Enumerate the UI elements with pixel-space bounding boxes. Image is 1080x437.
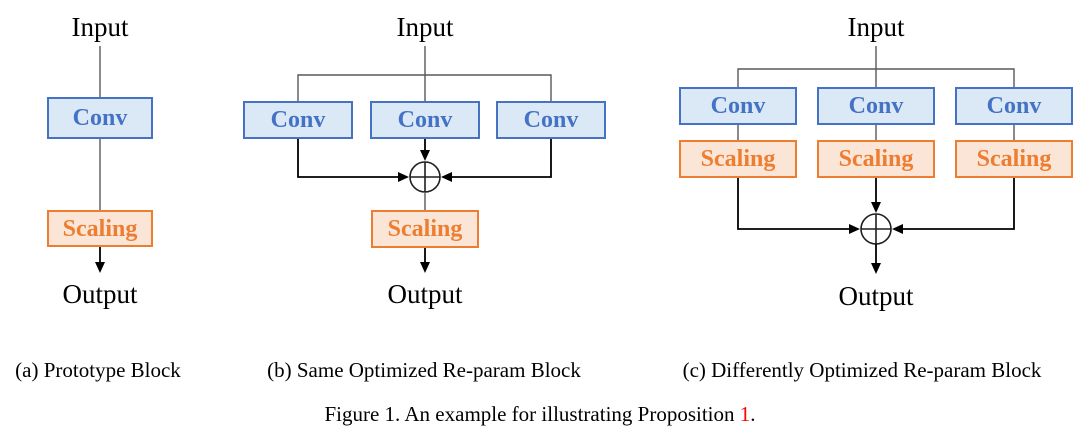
- conv-block-label: Conv: [72, 105, 128, 131]
- conv-block-label: Conv: [710, 93, 766, 119]
- panel-c-connectors: [737, 46, 1015, 274]
- left-branch-arrow: [297, 139, 409, 182]
- scaling-block: Scaling: [47, 210, 153, 247]
- input-label: Input: [396, 12, 454, 42]
- left-branch-arrow: [737, 178, 860, 234]
- conv-block: Conv: [955, 87, 1073, 125]
- conv-block-label: Conv: [523, 107, 579, 133]
- conv-block-label: Conv: [270, 107, 326, 133]
- scaling-block: Scaling: [817, 140, 935, 178]
- add-operator-icon: [409, 161, 441, 193]
- input-label: Input: [71, 12, 129, 42]
- conv-block-label: Conv: [397, 107, 453, 133]
- conv-block: Conv: [496, 101, 606, 139]
- scaling-block-label: Scaling: [976, 146, 1052, 172]
- conv-block-label: Conv: [986, 93, 1042, 119]
- subcaption-a: (a) Prototype Block: [15, 358, 181, 382]
- output-label: Output: [62, 279, 138, 309]
- output-label: Output: [838, 281, 914, 311]
- scaling-block-label: Scaling: [838, 146, 914, 172]
- scaling-block-label: Scaling: [387, 216, 463, 242]
- conv-block-label: Conv: [848, 93, 904, 119]
- split-rail-line: [297, 74, 552, 101]
- conv-block: Conv: [47, 97, 153, 139]
- conv-block: Conv: [370, 101, 480, 139]
- scaling-block-label: Scaling: [700, 146, 776, 172]
- output-label: Output: [387, 279, 463, 309]
- input-label: Input: [847, 12, 905, 42]
- figure-caption-period: .: [750, 402, 756, 426]
- conv-block: Conv: [817, 87, 935, 125]
- figure-caption: Figure 1. An example for illustrating Pr…: [0, 402, 1080, 427]
- scaling-block-label: Scaling: [62, 215, 138, 242]
- figure-caption-text: Figure 1. An example for illustrating Pr…: [324, 402, 740, 426]
- conv-block: Conv: [679, 87, 797, 125]
- right-branch-arrow: [892, 178, 1015, 234]
- panel-b-connectors: [297, 46, 552, 273]
- split-rail-line: [737, 68, 1015, 87]
- subcaption-c: (c) Differently Optimized Re-param Block: [682, 358, 1042, 382]
- scaling-block: Scaling: [679, 140, 797, 178]
- right-branch-arrow: [441, 139, 552, 182]
- subcaption-b: (b) Same Optimized Re-param Block: [267, 358, 581, 382]
- scaling-block: Scaling: [955, 140, 1073, 178]
- add-operator-icon: [860, 213, 892, 245]
- scaling-block: Scaling: [371, 210, 479, 248]
- proposition-reference-link[interactable]: 1: [739, 402, 751, 426]
- conv-block: Conv: [243, 101, 353, 139]
